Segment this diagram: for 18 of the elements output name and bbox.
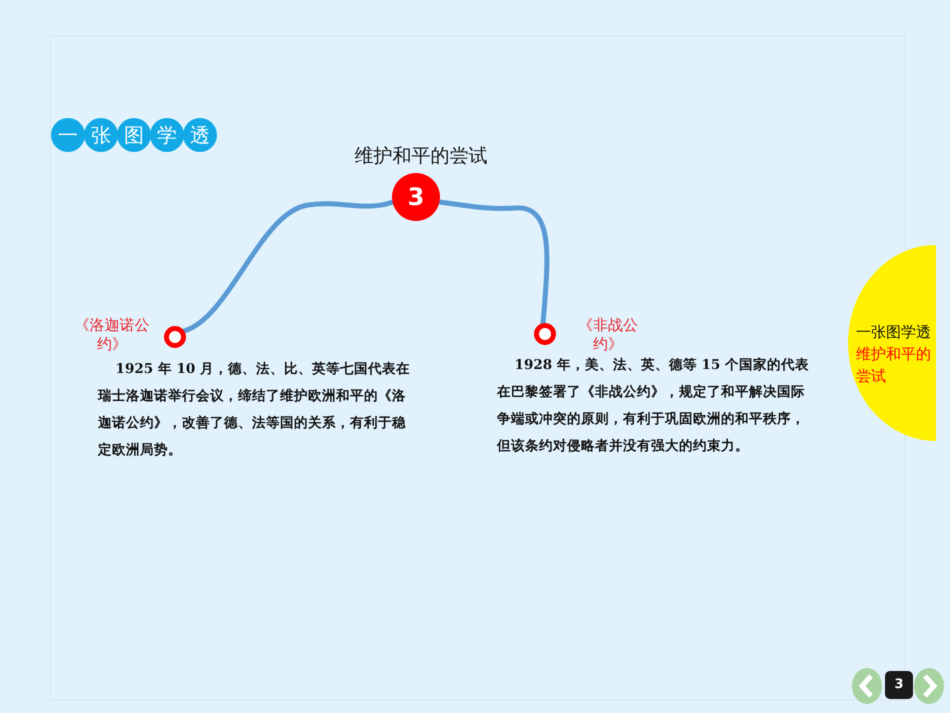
treaty-name: 《洛迦诺公约》 (74, 316, 150, 354)
title-badge: 一 (51, 118, 85, 152)
number-circle: 3 (392, 173, 440, 221)
treaty-name: 《非战公约》 (577, 316, 639, 354)
tab-text: 维护和平的尝试 (856, 345, 931, 385)
ring-marker (164, 326, 186, 348)
description-paragraph: 1925 年 10 月，德、法、比、英等七国代表在瑞士洛迦诺举行会议，缔结了维护欧洲和平的《洛迦诺公约》，改善了德、法等国的关系，有利于稳定欧洲局势。 (98, 360, 412, 460)
title-badge: 图 (117, 118, 151, 152)
page-number: 3 (885, 671, 913, 699)
title-badge: 学 (150, 118, 184, 152)
title: 维护和平的尝试 (354, 144, 488, 169)
curved-connector (182, 200, 396, 334)
tab-text: 一张图学透 (856, 323, 931, 341)
title-badge: 透 (183, 118, 217, 152)
title-badge: 张 (84, 118, 118, 152)
description-paragraph: 1928 年，美、法、英、德等 15 个国家的代表在巴黎签署了《非战公约》，规定了和平解决国际争端或冲突的原则，有利于巩固欧洲的和平秩序，但该条约对侵略者并没有强大的约束力。 (497, 356, 809, 456)
ring-marker (534, 323, 556, 345)
curved-connector (436, 200, 550, 326)
